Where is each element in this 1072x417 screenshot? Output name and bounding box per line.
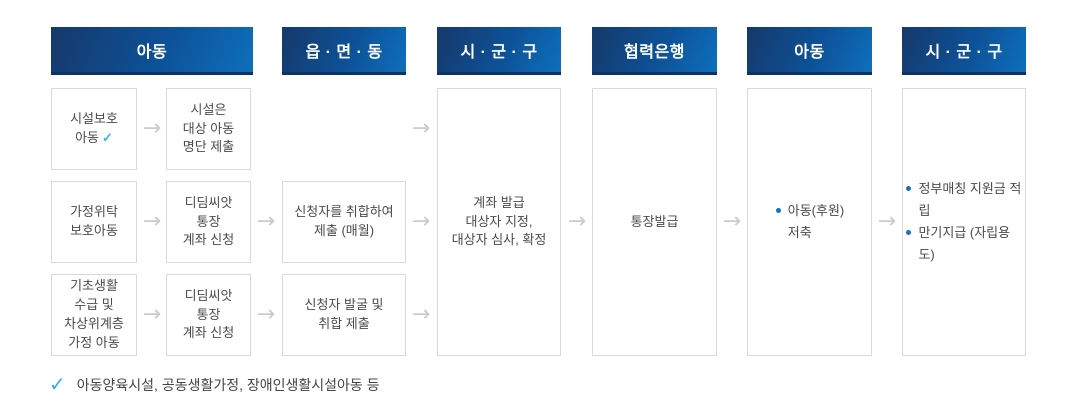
box-account-issue-review: 계좌 발급 대상자 지정, 대상자 심사, 확정	[437, 88, 561, 356]
box-gov-matching-maturity: 정부매칭 지원금 적립 만기지급 (자립용도)	[902, 88, 1026, 356]
column-header-partner-bank: 협력은행	[592, 27, 717, 75]
footnote-text: 아동양육시설, 공동생활가정, 장애인생활시설아동 등	[76, 377, 380, 393]
box-child-savings: 아동(후원) 저축	[747, 88, 872, 356]
arrow-right-icon: →	[411, 209, 431, 234]
arrow-right-icon: →	[722, 209, 742, 234]
bullet-list: 정부매칭 지원금 적립 만기지급 (자립용도)	[905, 178, 1022, 266]
box-discover-collect-submit: 신청자 발굴 및 취합 제출	[282, 274, 406, 356]
check-icon: ✓	[49, 374, 66, 396]
arrow-right-icon: →	[142, 209, 162, 234]
box-collect-submit-monthly: 신청자를 취합하여 제출 (매월)	[282, 181, 406, 263]
box-foster-care-child: 가정위탁 보호아동	[51, 181, 137, 263]
arrow-right-icon: →	[411, 116, 431, 141]
arrow-right-icon: →	[567, 209, 587, 234]
column-header-si-gun-gu: 시 · 군 · 구	[437, 27, 561, 75]
column-header-si-gun-gu-2: 시 · 군 · 구	[902, 27, 1026, 75]
box-didim-account-apply-1: 디딤씨앗 통장 계좌 신청	[166, 181, 251, 263]
list-item: 아동(후원) 저축	[775, 200, 844, 244]
box-facility-submit-roster: 시설은 대상 아동 명단 제출	[166, 88, 251, 170]
arrow-right-icon: →	[256, 302, 276, 327]
arrow-right-icon: →	[256, 209, 276, 234]
box-basic-livelihood-child: 기초생활 수급 및 차상위계층 가정 아동	[51, 274, 137, 356]
bullet-list: 아동(후원) 저축	[775, 200, 844, 244]
arrow-right-icon: →	[411, 302, 431, 327]
arrow-right-icon: →	[142, 116, 162, 141]
box-didim-account-apply-2: 디딤씨앗 통장 계좌 신청	[166, 274, 251, 356]
list-item: 정부매칭 지원금 적립	[905, 178, 1022, 222]
check-icon: ✓	[102, 130, 113, 145]
list-item: 만기지급 (자립용도)	[905, 222, 1022, 266]
column-header-child: 아동	[51, 27, 253, 75]
footnote: ✓ 아동양육시설, 공동생활가정, 장애인생활시설아동 등	[49, 375, 380, 395]
box-text: 시설보호 아동✓	[70, 111, 118, 145]
column-header-eup-myeon-dong: 읍 · 면 · 동	[282, 27, 406, 75]
column-header-child-2: 아동	[747, 27, 872, 75]
arrow-right-icon: →	[142, 302, 162, 327]
box-facility-protected-child: 시설보호 아동✓	[51, 88, 137, 170]
box-passbook-issue: 통장발급	[592, 88, 717, 356]
arrow-right-icon: →	[877, 209, 897, 234]
